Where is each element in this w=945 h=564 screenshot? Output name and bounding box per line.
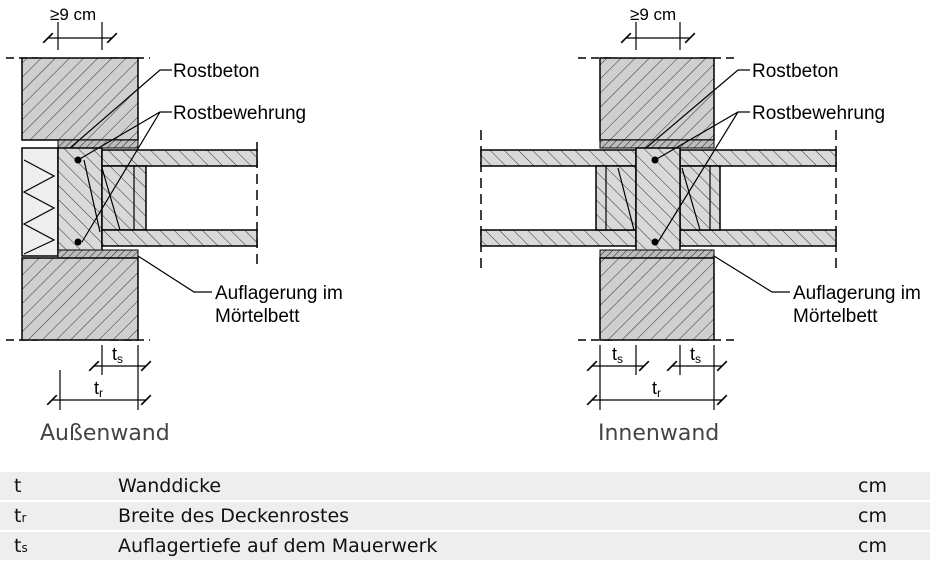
leader-rostbewehrung-2 bbox=[657, 111, 739, 243]
legend-symbol: ts bbox=[14, 535, 28, 557]
legend-symbol: tr bbox=[14, 505, 27, 527]
legend-description: Wanddicke bbox=[118, 475, 222, 497]
top-slab-left bbox=[480, 149, 637, 167]
dim-ts-label: ts bbox=[690, 344, 701, 366]
lower-masonry bbox=[21, 257, 139, 341]
label-auflagerung-1: Auflagerung im bbox=[793, 283, 921, 304]
rebar-dot bbox=[74, 238, 82, 246]
legend-unit: cm bbox=[858, 505, 887, 527]
top-slab-right bbox=[679, 149, 837, 167]
legend-symbol: t bbox=[14, 475, 22, 497]
wall-ceiling-diagram: ≥9 cm Rostbeton Rostbewehrung Auflagerun… bbox=[6, 5, 921, 446]
label-rostbewehrung: Rostbewehrung bbox=[752, 103, 885, 124]
mortar-bed-bottom bbox=[599, 249, 715, 259]
dim-ts-label: ts bbox=[112, 344, 123, 366]
rebar-line bbox=[681, 167, 701, 231]
leader-auflagerung bbox=[137, 255, 212, 293]
legend-unit: cm bbox=[858, 475, 887, 497]
slab-web-right bbox=[679, 165, 721, 231]
lower-masonry bbox=[599, 257, 715, 341]
bottom-slab-left bbox=[480, 229, 637, 247]
label-auflagerung-1: Auflagerung im bbox=[215, 283, 343, 304]
leader-rostbeton bbox=[645, 69, 750, 149]
insulation bbox=[21, 147, 59, 257]
leader-rostbeton bbox=[69, 69, 172, 149]
innenwand-detail: ≥9 cm Rostbeton Rostbewehrung Auflagerun… bbox=[480, 5, 921, 446]
upper-masonry bbox=[599, 57, 715, 141]
slab-web-left bbox=[595, 165, 637, 231]
legend-row: t Wanddicke cm bbox=[0, 472, 930, 502]
min-dim-label: ≥9 cm bbox=[630, 5, 676, 24]
legend-unit: cm bbox=[858, 535, 887, 557]
dim-ts-label: ts bbox=[612, 344, 623, 366]
legend-description: Auflagertiefe auf dem Mauerwerk bbox=[118, 535, 438, 557]
rebar-line bbox=[83, 159, 101, 233]
upper-masonry bbox=[21, 57, 139, 141]
legend-row: ts Auflagertiefe auf dem Mauerwerk cm bbox=[0, 532, 930, 562]
mortar-bed-bottom bbox=[57, 249, 139, 259]
label-rostbeton: Rostbeton bbox=[173, 61, 260, 82]
caption-innenwand: Innenwand bbox=[598, 421, 719, 446]
mortar-bed-top bbox=[599, 139, 715, 149]
ring-beam bbox=[635, 147, 681, 257]
dim-tr-label: tr bbox=[94, 378, 103, 400]
slab-web bbox=[101, 165, 147, 231]
bottom-slab bbox=[101, 229, 258, 247]
label-auflagerung-2: Mörtelbett bbox=[215, 306, 300, 327]
label-rostbeton: Rostbeton bbox=[752, 61, 839, 82]
leader-auflagerung bbox=[713, 255, 790, 293]
label-rostbewehrung: Rostbewehrung bbox=[173, 103, 306, 124]
rebar-line bbox=[101, 167, 121, 231]
label-auflagerung-2: Mörtelbett bbox=[793, 306, 878, 327]
min-dim-label: ≥9 cm bbox=[50, 5, 96, 24]
rebar-line bbox=[617, 167, 635, 231]
insulation-zigzag bbox=[22, 159, 56, 255]
rebar-dot bbox=[651, 238, 659, 246]
bottom-slab-right bbox=[679, 229, 837, 247]
mortar-bed-top bbox=[57, 139, 139, 149]
legend-row: tr Breite des Deckenrostes cm bbox=[0, 502, 930, 532]
caption-aussenwand: Außenwand bbox=[40, 421, 170, 446]
top-slab bbox=[101, 149, 258, 167]
legend-description: Breite des Deckenrostes bbox=[118, 505, 350, 527]
dim-tr-label: tr bbox=[652, 378, 661, 400]
aussenwand-detail: ≥9 cm Rostbeton Rostbewehrung Auflagerun… bbox=[6, 5, 343, 446]
leader-rostbewehrung-2 bbox=[81, 111, 161, 243]
